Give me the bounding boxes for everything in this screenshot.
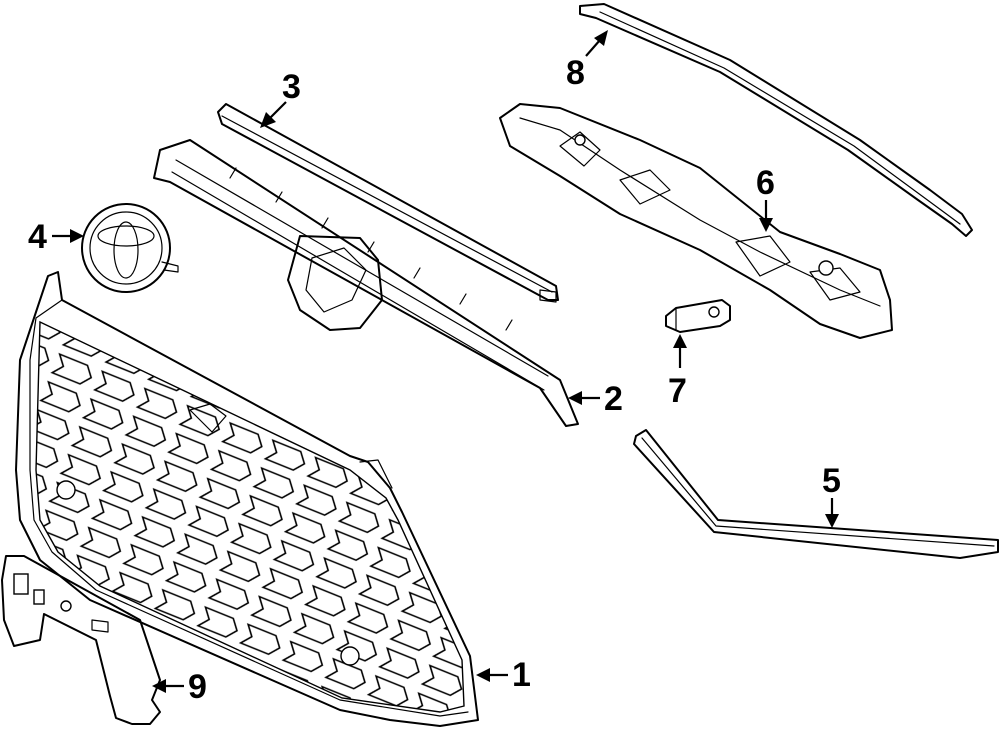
- callout-2: 2: [568, 380, 623, 418]
- grille: [15, 271, 479, 727]
- callout-8: 8: [566, 30, 608, 92]
- callout-6: 6: [756, 164, 775, 232]
- lower-bracket: [1, 555, 161, 725]
- grille-upper-support: [153, 139, 579, 427]
- callout-8-label: 8: [566, 54, 585, 92]
- radiator-support-bracket: [499, 103, 893, 339]
- callout-7-label: 7: [668, 372, 687, 410]
- callout-3: 3: [260, 68, 301, 128]
- callout-7: 7: [668, 334, 687, 410]
- callout-9-label: 9: [188, 668, 207, 706]
- callout-4-label: 4: [28, 218, 47, 256]
- callout-2-label: 2: [604, 380, 623, 418]
- callout-5: 5: [822, 462, 841, 528]
- callout-9: 9: [152, 668, 207, 706]
- callout-3-label: 3: [282, 68, 301, 106]
- small-bracket: [665, 299, 731, 333]
- upper-molding: [217, 103, 559, 303]
- callout-6-label: 6: [756, 164, 775, 202]
- emblem: [81, 203, 179, 293]
- hood-seal: [579, 3, 973, 237]
- lower-molding: [633, 429, 999, 559]
- callout-5-label: 5: [822, 462, 841, 500]
- callout-4: 4: [28, 218, 84, 256]
- callout-1: 1: [476, 656, 531, 694]
- callout-1-label: 1: [512, 656, 531, 694]
